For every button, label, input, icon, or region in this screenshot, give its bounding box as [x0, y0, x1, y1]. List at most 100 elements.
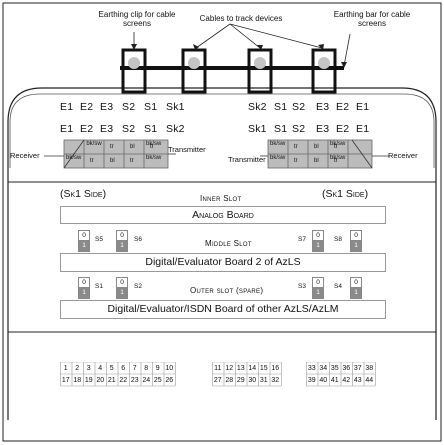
- switch-s5[interactable]: 0 1: [78, 230, 90, 252]
- connector-cell: bk/sw: [66, 155, 82, 161]
- terminal-number: 12: [225, 365, 234, 372]
- side-label-left: (Sk1 Side): [60, 188, 107, 200]
- terminal-number: 34: [319, 365, 328, 372]
- terminal-number: 16: [271, 365, 280, 372]
- terminal-number: 35: [330, 365, 339, 372]
- terminal-number: 27: [213, 377, 222, 384]
- switch-label: S2: [134, 283, 142, 290]
- terminal-number: 40: [319, 377, 328, 384]
- terminal-number: 26: [165, 377, 174, 384]
- terminal-label: S2: [292, 101, 306, 113]
- terminal-label: E2: [336, 101, 350, 113]
- switch-label: S3: [298, 283, 306, 290]
- terminal-label: E3: [316, 123, 330, 135]
- switch-s3[interactable]: 0 1: [312, 277, 324, 299]
- receiver-label-right: Receiver: [388, 151, 418, 160]
- outer-board: Digital/Evaluator/ISDN Board of other Az…: [60, 300, 386, 319]
- terminal-number: 19: [84, 377, 93, 384]
- terminal-number: 23: [130, 377, 139, 384]
- receiver-label-left: Receiver: [10, 151, 40, 160]
- switch-label: S6: [134, 236, 142, 243]
- switch-s4[interactable]: 0 1: [350, 277, 362, 299]
- switch-label: S7: [298, 236, 306, 243]
- switch-pos-1: 1: [116, 287, 128, 299]
- terminal-label: S1: [274, 101, 288, 113]
- connector-cell: tr: [90, 158, 94, 164]
- terminal-number: 22: [119, 377, 128, 384]
- terminal-number: 28: [225, 377, 234, 384]
- terminal-label: E1: [356, 123, 370, 135]
- terminal-strip-grid: [60, 362, 176, 387]
- connector-cell: bk/sw: [330, 141, 346, 147]
- terminal-number: 8: [144, 365, 149, 372]
- switch-pos-1: 1: [312, 240, 324, 252]
- terminal-number: 2: [75, 365, 80, 372]
- terminal-number: 14: [248, 365, 257, 372]
- terminal-label: Sk2: [166, 123, 185, 135]
- middle-board: Digital/Evaluator Board 2 of AzLS: [60, 253, 386, 272]
- terminal-label: E1: [356, 101, 370, 113]
- terminal-number: 42: [342, 377, 351, 384]
- switch-s1[interactable]: 0 1: [78, 277, 90, 299]
- callout-lines: [133, 23, 351, 67]
- terminal-label: S2: [292, 123, 306, 135]
- terminal-number: 44: [365, 377, 374, 384]
- terminal-label: S1: [144, 101, 158, 113]
- switch-label: S5: [95, 236, 103, 243]
- transmitter-label-left: Transmitter: [168, 145, 206, 154]
- housing-inner-top: [9, 93, 435, 168]
- switch-pos-0: 0: [350, 277, 362, 289]
- terminal-number: 9: [155, 365, 160, 372]
- connector-cell: tr: [130, 158, 134, 164]
- side-label-right: (Sk1 Side): [322, 188, 369, 200]
- outer-slot-label: Outer slot (spare): [190, 286, 264, 295]
- connector-cell: tr: [294, 144, 298, 150]
- switch-pos-1: 1: [350, 287, 362, 299]
- terminal-label: S2: [122, 101, 136, 113]
- terminal-label: E3: [100, 123, 114, 135]
- terminal-number: 29: [236, 377, 245, 384]
- terminal-label: E1: [60, 123, 74, 135]
- connector-cell: bl: [314, 144, 319, 150]
- terminal-number: 4: [98, 365, 103, 372]
- middle-slot-label: Middle Slot: [205, 239, 252, 248]
- terminal-number: 18: [73, 377, 82, 384]
- terminal-number: 33: [307, 365, 316, 372]
- cable-clamps: [121, 48, 337, 94]
- terminal-label: E1: [60, 101, 74, 113]
- switch-s6[interactable]: 0 1: [116, 230, 128, 252]
- terminal-number: 17: [61, 377, 70, 384]
- terminal-number: 3: [86, 365, 91, 372]
- connector-cell: bl: [314, 158, 319, 164]
- terminal-number: 24: [142, 377, 151, 384]
- inner-slot-label: Inner Slot: [200, 194, 242, 203]
- terminal-label: E2: [80, 123, 94, 135]
- connector-cell: tr: [294, 158, 298, 164]
- switch-s7[interactable]: 0 1: [312, 230, 324, 252]
- switch-pos-1: 1: [312, 287, 324, 299]
- switch-pos-1: 1: [350, 240, 362, 252]
- terminal-number: 38: [365, 365, 374, 372]
- switch-label: S1: [95, 283, 103, 290]
- outer-frame: [2, 2, 442, 442]
- switch-s2[interactable]: 0 1: [116, 277, 128, 299]
- terminal-number: 5: [109, 365, 114, 372]
- terminal-label: S1: [274, 123, 288, 135]
- terminal-number: 39: [307, 377, 316, 384]
- switch-s8[interactable]: 0 1: [350, 230, 362, 252]
- terminal-number: 37: [353, 365, 362, 372]
- terminal-label: Sk1: [166, 101, 185, 113]
- terminal-number: 6: [121, 365, 126, 372]
- terminal-number: 25: [153, 377, 162, 384]
- terminal-label: S1: [144, 123, 158, 135]
- terminal-number: 43: [353, 377, 362, 384]
- connector-cell: bl: [130, 144, 135, 150]
- connector-cell: bk/sw: [86, 141, 102, 147]
- terminal-number: 32: [271, 377, 280, 384]
- switch-label: S8: [334, 236, 342, 243]
- earthing-bar-label: Earthing bar for cable screens: [333, 10, 411, 28]
- terminal-number: 20: [96, 377, 105, 384]
